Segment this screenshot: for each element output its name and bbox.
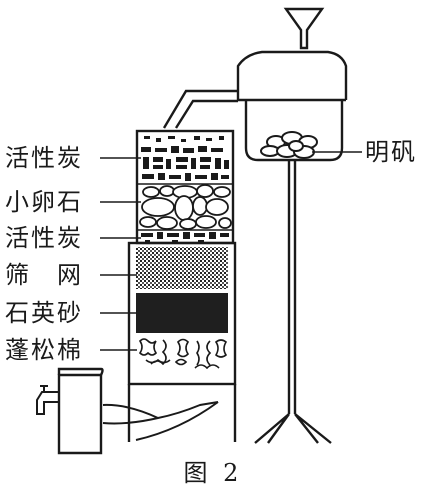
alum-crystals xyxy=(260,131,318,159)
label-pebbles: 小卵石 xyxy=(5,188,83,216)
basin-stand xyxy=(254,160,332,444)
outlet-tube xyxy=(102,401,219,441)
figure-caption: 图 2 xyxy=(183,459,243,487)
tap-icon xyxy=(36,385,59,415)
layer-activated-carbon-middle xyxy=(141,232,229,243)
label-sieve-mesh: 筛 网 xyxy=(5,261,83,289)
layer-pebbles xyxy=(139,184,232,230)
label-alum: 明矾 xyxy=(365,138,417,166)
label-cotton-wool: 蓬松棉 xyxy=(5,336,83,364)
layer-quartz-sand xyxy=(136,293,228,333)
layer-activated-carbon-top xyxy=(141,136,229,181)
collecting-vessel xyxy=(57,367,104,455)
label-quartz-sand: 石英砂 xyxy=(5,299,83,327)
feed-pipe xyxy=(162,89,238,129)
layer-sieve-mesh xyxy=(136,247,228,289)
label-activated-carbon-top: 活性炭 xyxy=(5,144,83,172)
label-leader-lines xyxy=(100,151,362,351)
layer-cotton-wool xyxy=(138,338,228,370)
label-activated-carbon-middle: 活性炭 xyxy=(5,224,83,252)
upper-reservoir xyxy=(236,50,348,102)
funnel xyxy=(283,7,325,50)
